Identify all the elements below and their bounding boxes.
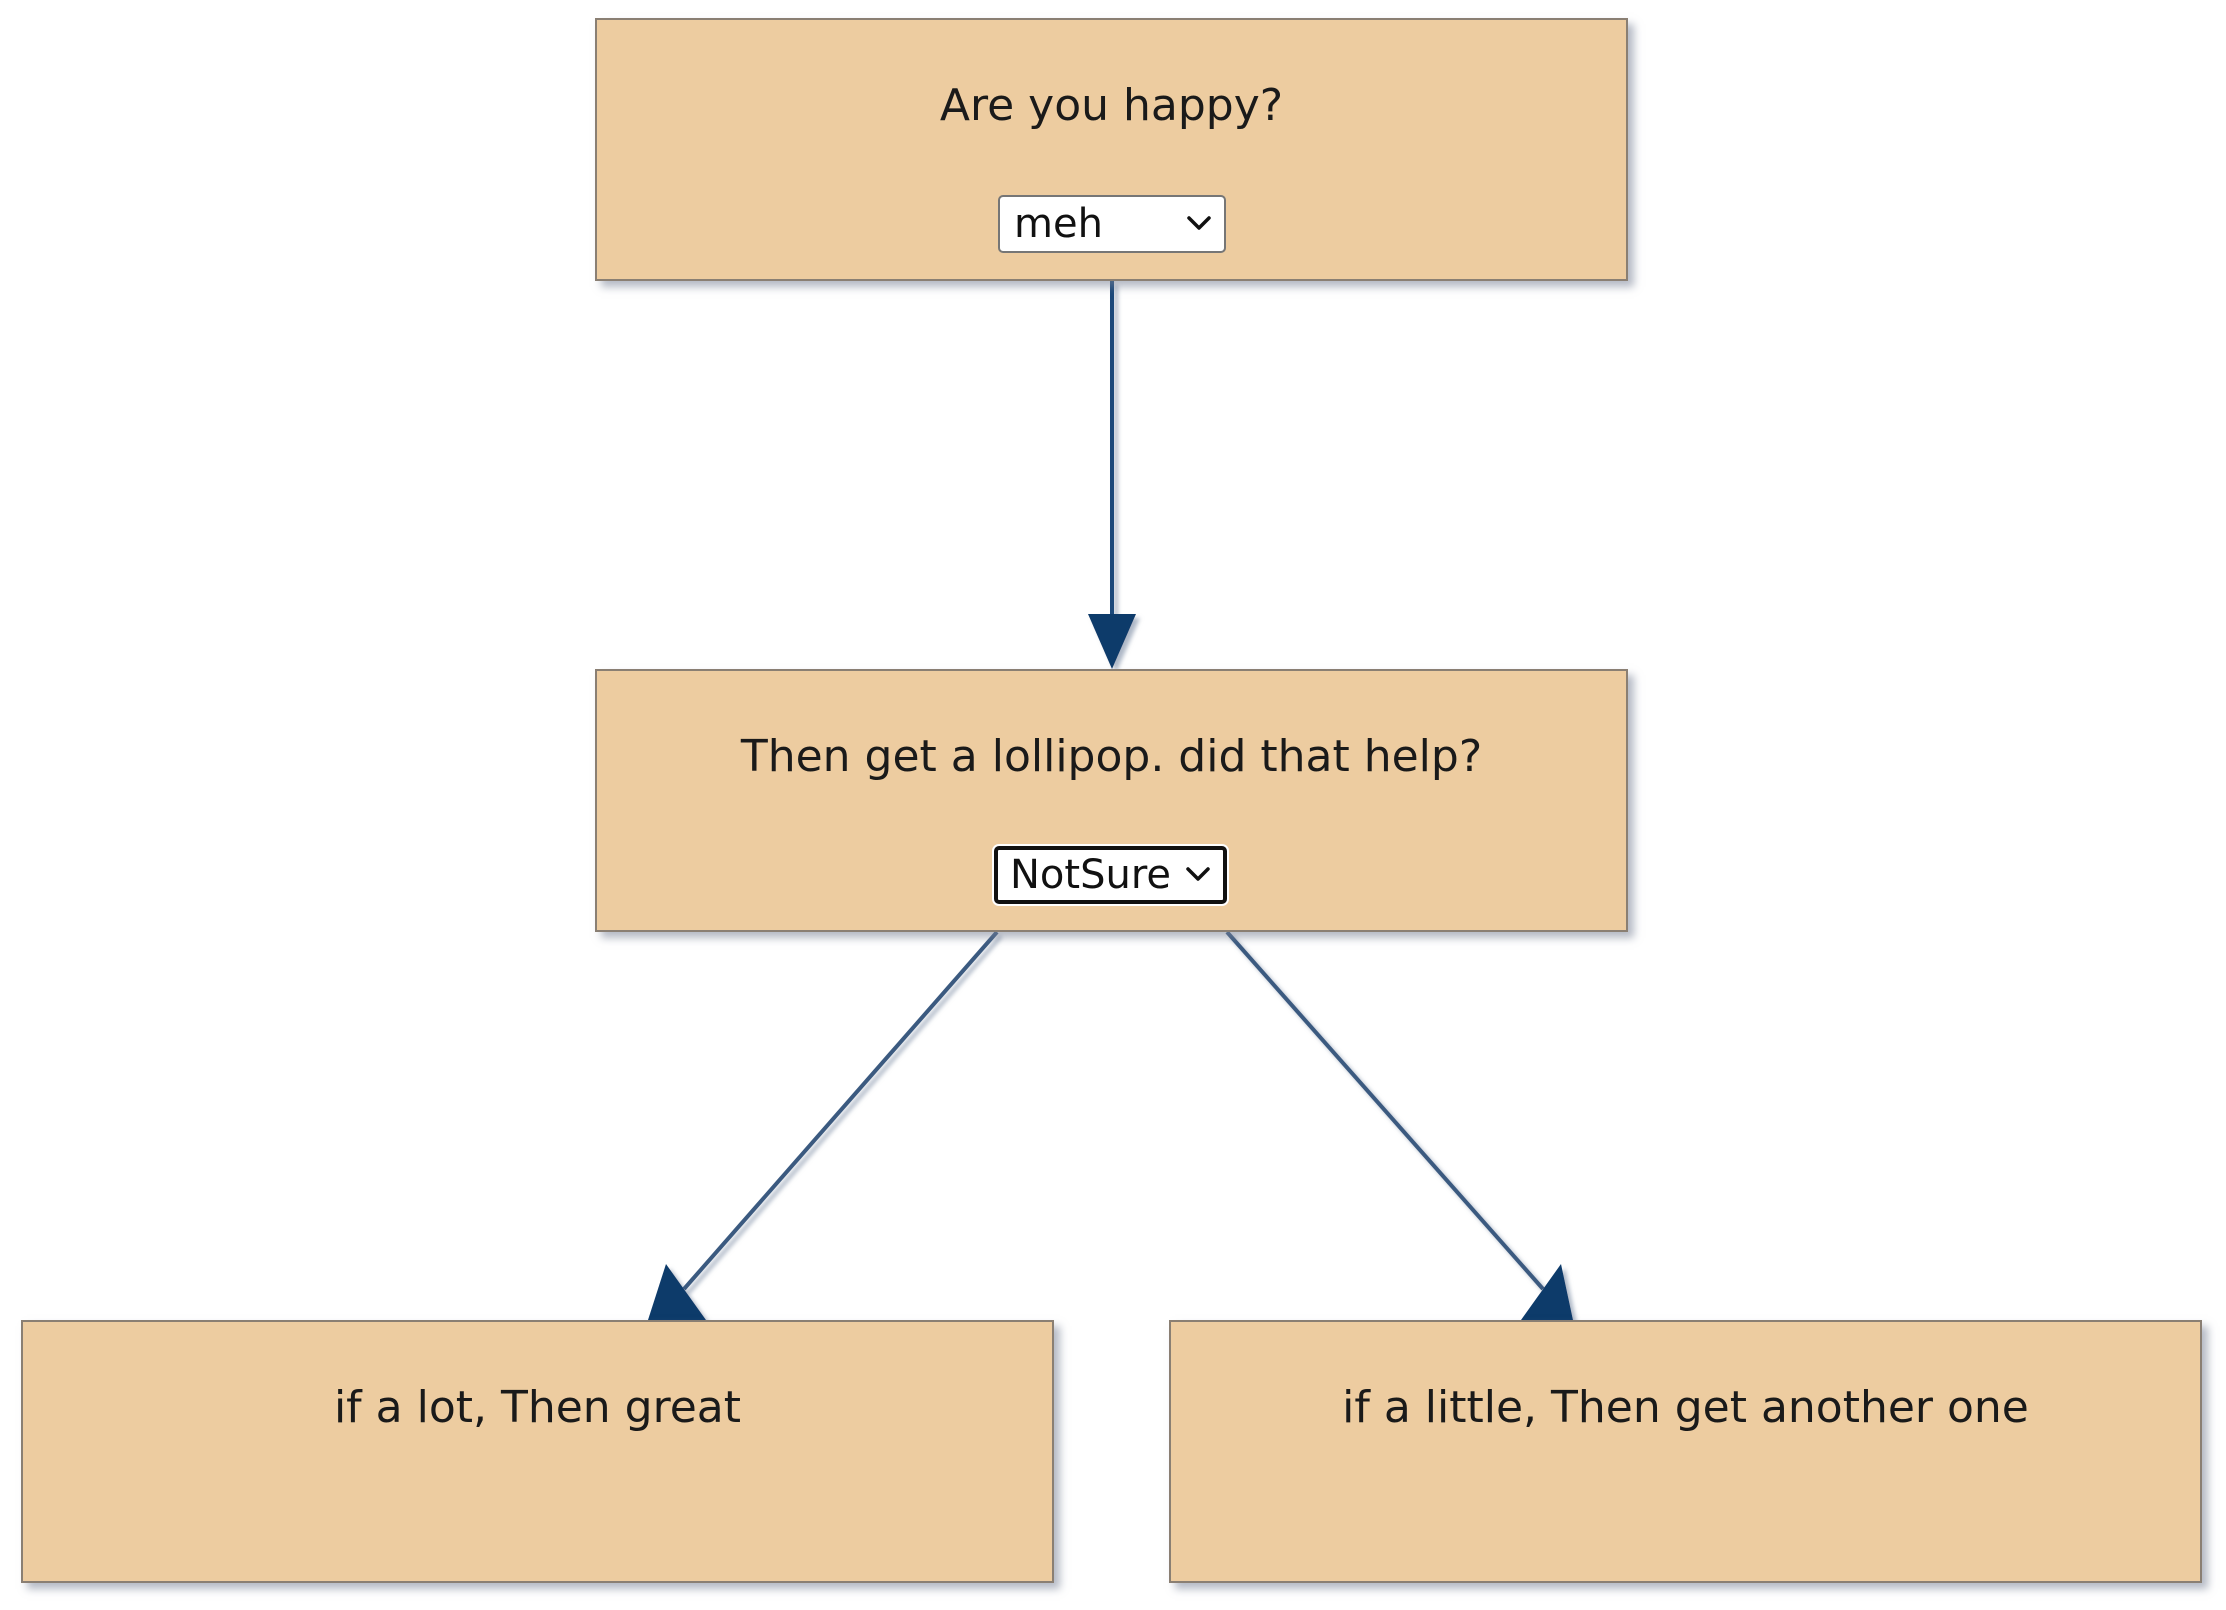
arrowhead-lollipop-to-alittle — [1521, 1264, 1573, 1320]
answer-node-a-lot: if a lot, Then great — [21, 1320, 1054, 1583]
edge-lollipop-to-alittle — [1225, 930, 1545, 1291]
answer-node-a-little: if a little, Then get another one — [1169, 1320, 2202, 1583]
lollipop-dropdown[interactable]: NotSure — [994, 846, 1227, 904]
node-label: if a little, Then get another one — [1342, 1382, 2029, 1433]
node-label: Are you happy? — [939, 80, 1284, 131]
chevron-down-icon — [1186, 867, 1210, 881]
question-node-happy: Are you happy? meh — [595, 18, 1628, 281]
node-label: Then get a lollipop. did that help? — [740, 731, 1483, 782]
happy-dropdown[interactable]: meh — [998, 195, 1226, 253]
node-label: if a lot, Then great — [333, 1382, 742, 1433]
question-node-lollipop: Then get a lollipop. did that help? NotS… — [595, 669, 1628, 932]
arrowhead-lollipop-to-alot — [648, 1264, 706, 1320]
arrowhead-happy-to-lollipop — [1088, 614, 1136, 669]
edge-lollipop-to-alot — [682, 930, 999, 1291]
lollipop-dropdown-value: NotSure — [1010, 852, 1171, 898]
chevron-down-icon — [1187, 216, 1211, 230]
happy-dropdown-value: meh — [1014, 201, 1103, 247]
